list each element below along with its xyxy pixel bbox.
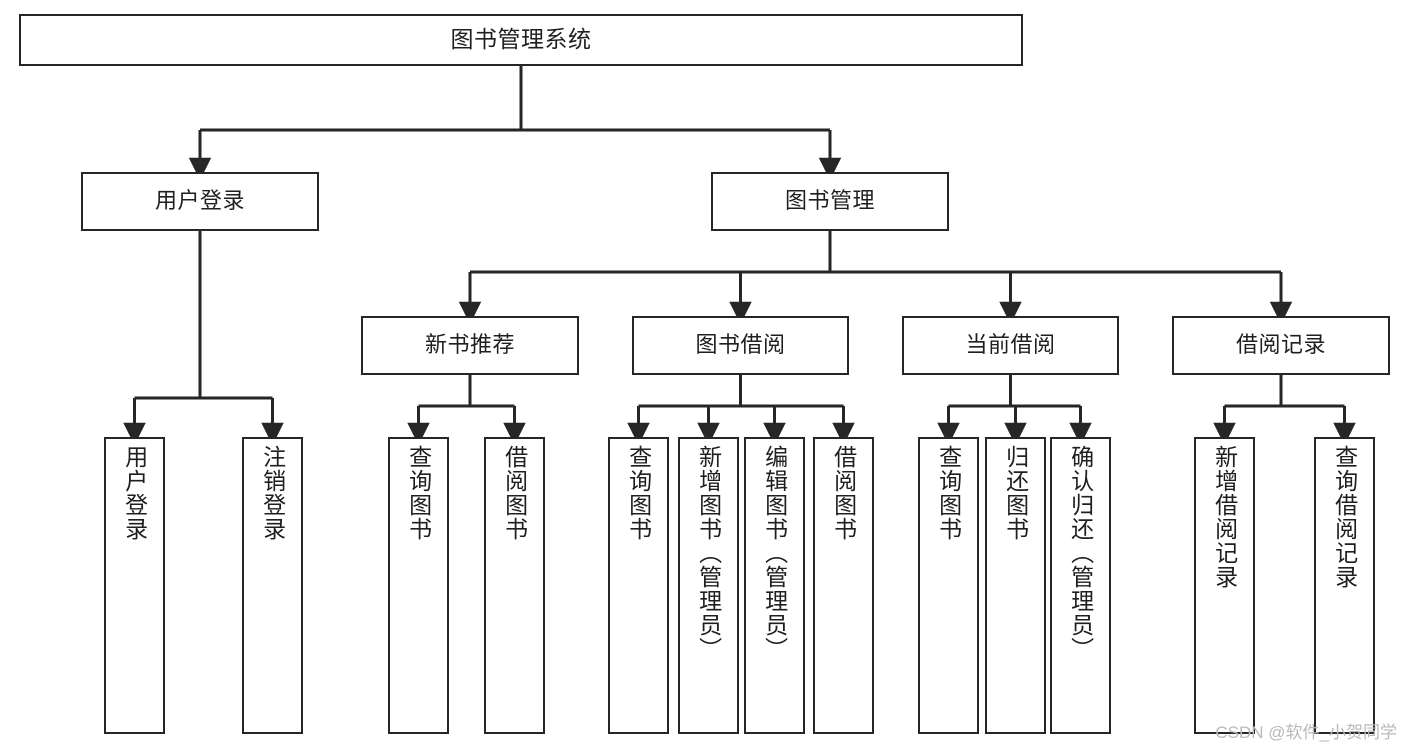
- node-leaf-add-record[interactable]: 新增借阅记录: [1194, 437, 1255, 734]
- node-label: 查询图书: [935, 445, 962, 541]
- node-leaf-confirm-return[interactable]: 确认归还（管理员）: [1050, 437, 1111, 734]
- node-leaf-query-book-3[interactable]: 查询图书: [918, 437, 979, 734]
- node-label: 借阅图书: [830, 445, 857, 541]
- node-leaf-add-book[interactable]: 新增图书（管理员）: [678, 437, 739, 734]
- node-label: 用户登录: [121, 445, 148, 541]
- node-label: 用户登录: [154, 188, 245, 214]
- node-leaf-query-book-1[interactable]: 查询图书: [388, 437, 449, 734]
- node-label: 借阅记录: [1235, 332, 1326, 358]
- node-leaf-user-login[interactable]: 用户登录: [104, 437, 165, 734]
- node-leaf-edit-book[interactable]: 编辑图书（管理员）: [744, 437, 805, 734]
- node-label: 归还图书: [1002, 445, 1029, 541]
- node-label: 新增借阅记录: [1211, 445, 1238, 589]
- watermark: CSDN @软件_小贺同学: [1215, 723, 1397, 742]
- node-label: 查询图书: [625, 445, 652, 541]
- node-label: 借阅图书: [501, 445, 528, 541]
- node-root[interactable]: 图书管理系统: [19, 14, 1023, 66]
- node-label: 编辑图书（管理员）: [761, 445, 788, 661]
- node-label: 图书借阅: [695, 332, 786, 358]
- node-borrow-record[interactable]: 借阅记录: [1172, 316, 1390, 375]
- node-label: 注销登录: [259, 445, 286, 541]
- node-leaf-query-record[interactable]: 查询借阅记录: [1314, 437, 1375, 734]
- node-book-mgmt[interactable]: 图书管理: [711, 172, 949, 231]
- node-label: 新增图书（管理员）: [695, 445, 722, 661]
- node-leaf-query-book-2[interactable]: 查询图书: [608, 437, 669, 734]
- node-label: 图书管理: [784, 188, 875, 214]
- node-user-login[interactable]: 用户登录: [81, 172, 319, 231]
- node-leaf-borrow-book-1[interactable]: 借阅图书: [484, 437, 545, 734]
- node-label: 查询借阅记录: [1331, 445, 1358, 589]
- node-new-book-rec[interactable]: 新书推荐: [361, 316, 579, 375]
- node-leaf-borrow-book-2[interactable]: 借阅图书: [813, 437, 874, 734]
- node-current-borrow[interactable]: 当前借阅: [902, 316, 1119, 375]
- node-leaf-logout[interactable]: 注销登录: [242, 437, 303, 734]
- node-label: 新书推荐: [424, 332, 515, 358]
- node-label: 图书管理系统: [450, 26, 592, 53]
- node-label: 查询图书: [405, 445, 432, 541]
- node-label: 确认归还（管理员）: [1067, 445, 1094, 661]
- node-leaf-return-book[interactable]: 归还图书: [985, 437, 1046, 734]
- node-book-borrow[interactable]: 图书借阅: [632, 316, 849, 375]
- node-label: 当前借阅: [965, 332, 1056, 358]
